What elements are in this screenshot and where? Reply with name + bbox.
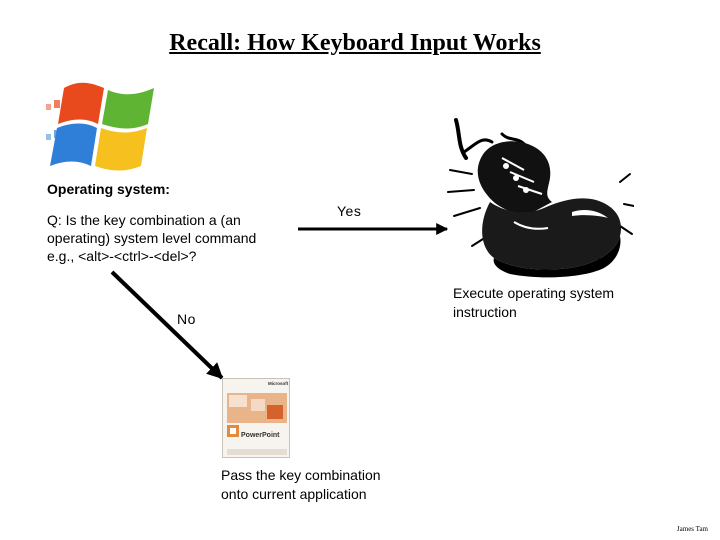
windows-logo-blue-pane: [50, 123, 97, 166]
question-text: Q: Is the key combination a (an operatin…: [47, 211, 297, 265]
execute-text: Execute operating system instruction: [453, 284, 673, 322]
windows-logo-red-pane: [58, 82, 104, 124]
boot-sole: [493, 236, 621, 278]
pass-line-1: Pass the key combination: [221, 467, 381, 483]
boot-kick-icon: [447, 118, 634, 278]
execute-line-1: Execute operating system: [453, 285, 615, 301]
slide-title: Recall: How Keyboard Input Works: [169, 30, 541, 56]
pass-text: Pass the key combination onto current ap…: [221, 466, 481, 504]
question-line-3: e.g., <alt>-<ctrl>-<del>?: [47, 248, 197, 264]
ppt-product: PowerPoint: [241, 432, 280, 439]
os-label: Operating system:: [47, 181, 170, 197]
yes-label: Yes: [337, 203, 362, 219]
powerpoint-box-art: Microsoft PowerPoint: [227, 381, 289, 455]
no-arrow: [110, 270, 224, 380]
ppt-brand: Microsoft: [268, 381, 289, 386]
windows-logo-icon: [46, 82, 154, 171]
pass-line-2: onto current application: [221, 486, 367, 502]
question-line-1: Q: Is the key combination a (an: [47, 212, 241, 228]
windows-logo-yellow-pane: [95, 128, 147, 171]
powerpoint-box-icon: Microsoft PowerPoint: [222, 378, 290, 458]
author-credit: James Tam: [676, 525, 708, 533]
windows-logo-green-pane: [102, 88, 154, 129]
boot-laces: [501, 157, 543, 195]
execute-line-2: instruction: [453, 304, 517, 320]
boot-foot: [482, 198, 621, 270]
no-label: No: [177, 311, 196, 327]
boot-highlights: [503, 163, 608, 230]
question-line-2: operating) system level command: [47, 230, 257, 246]
